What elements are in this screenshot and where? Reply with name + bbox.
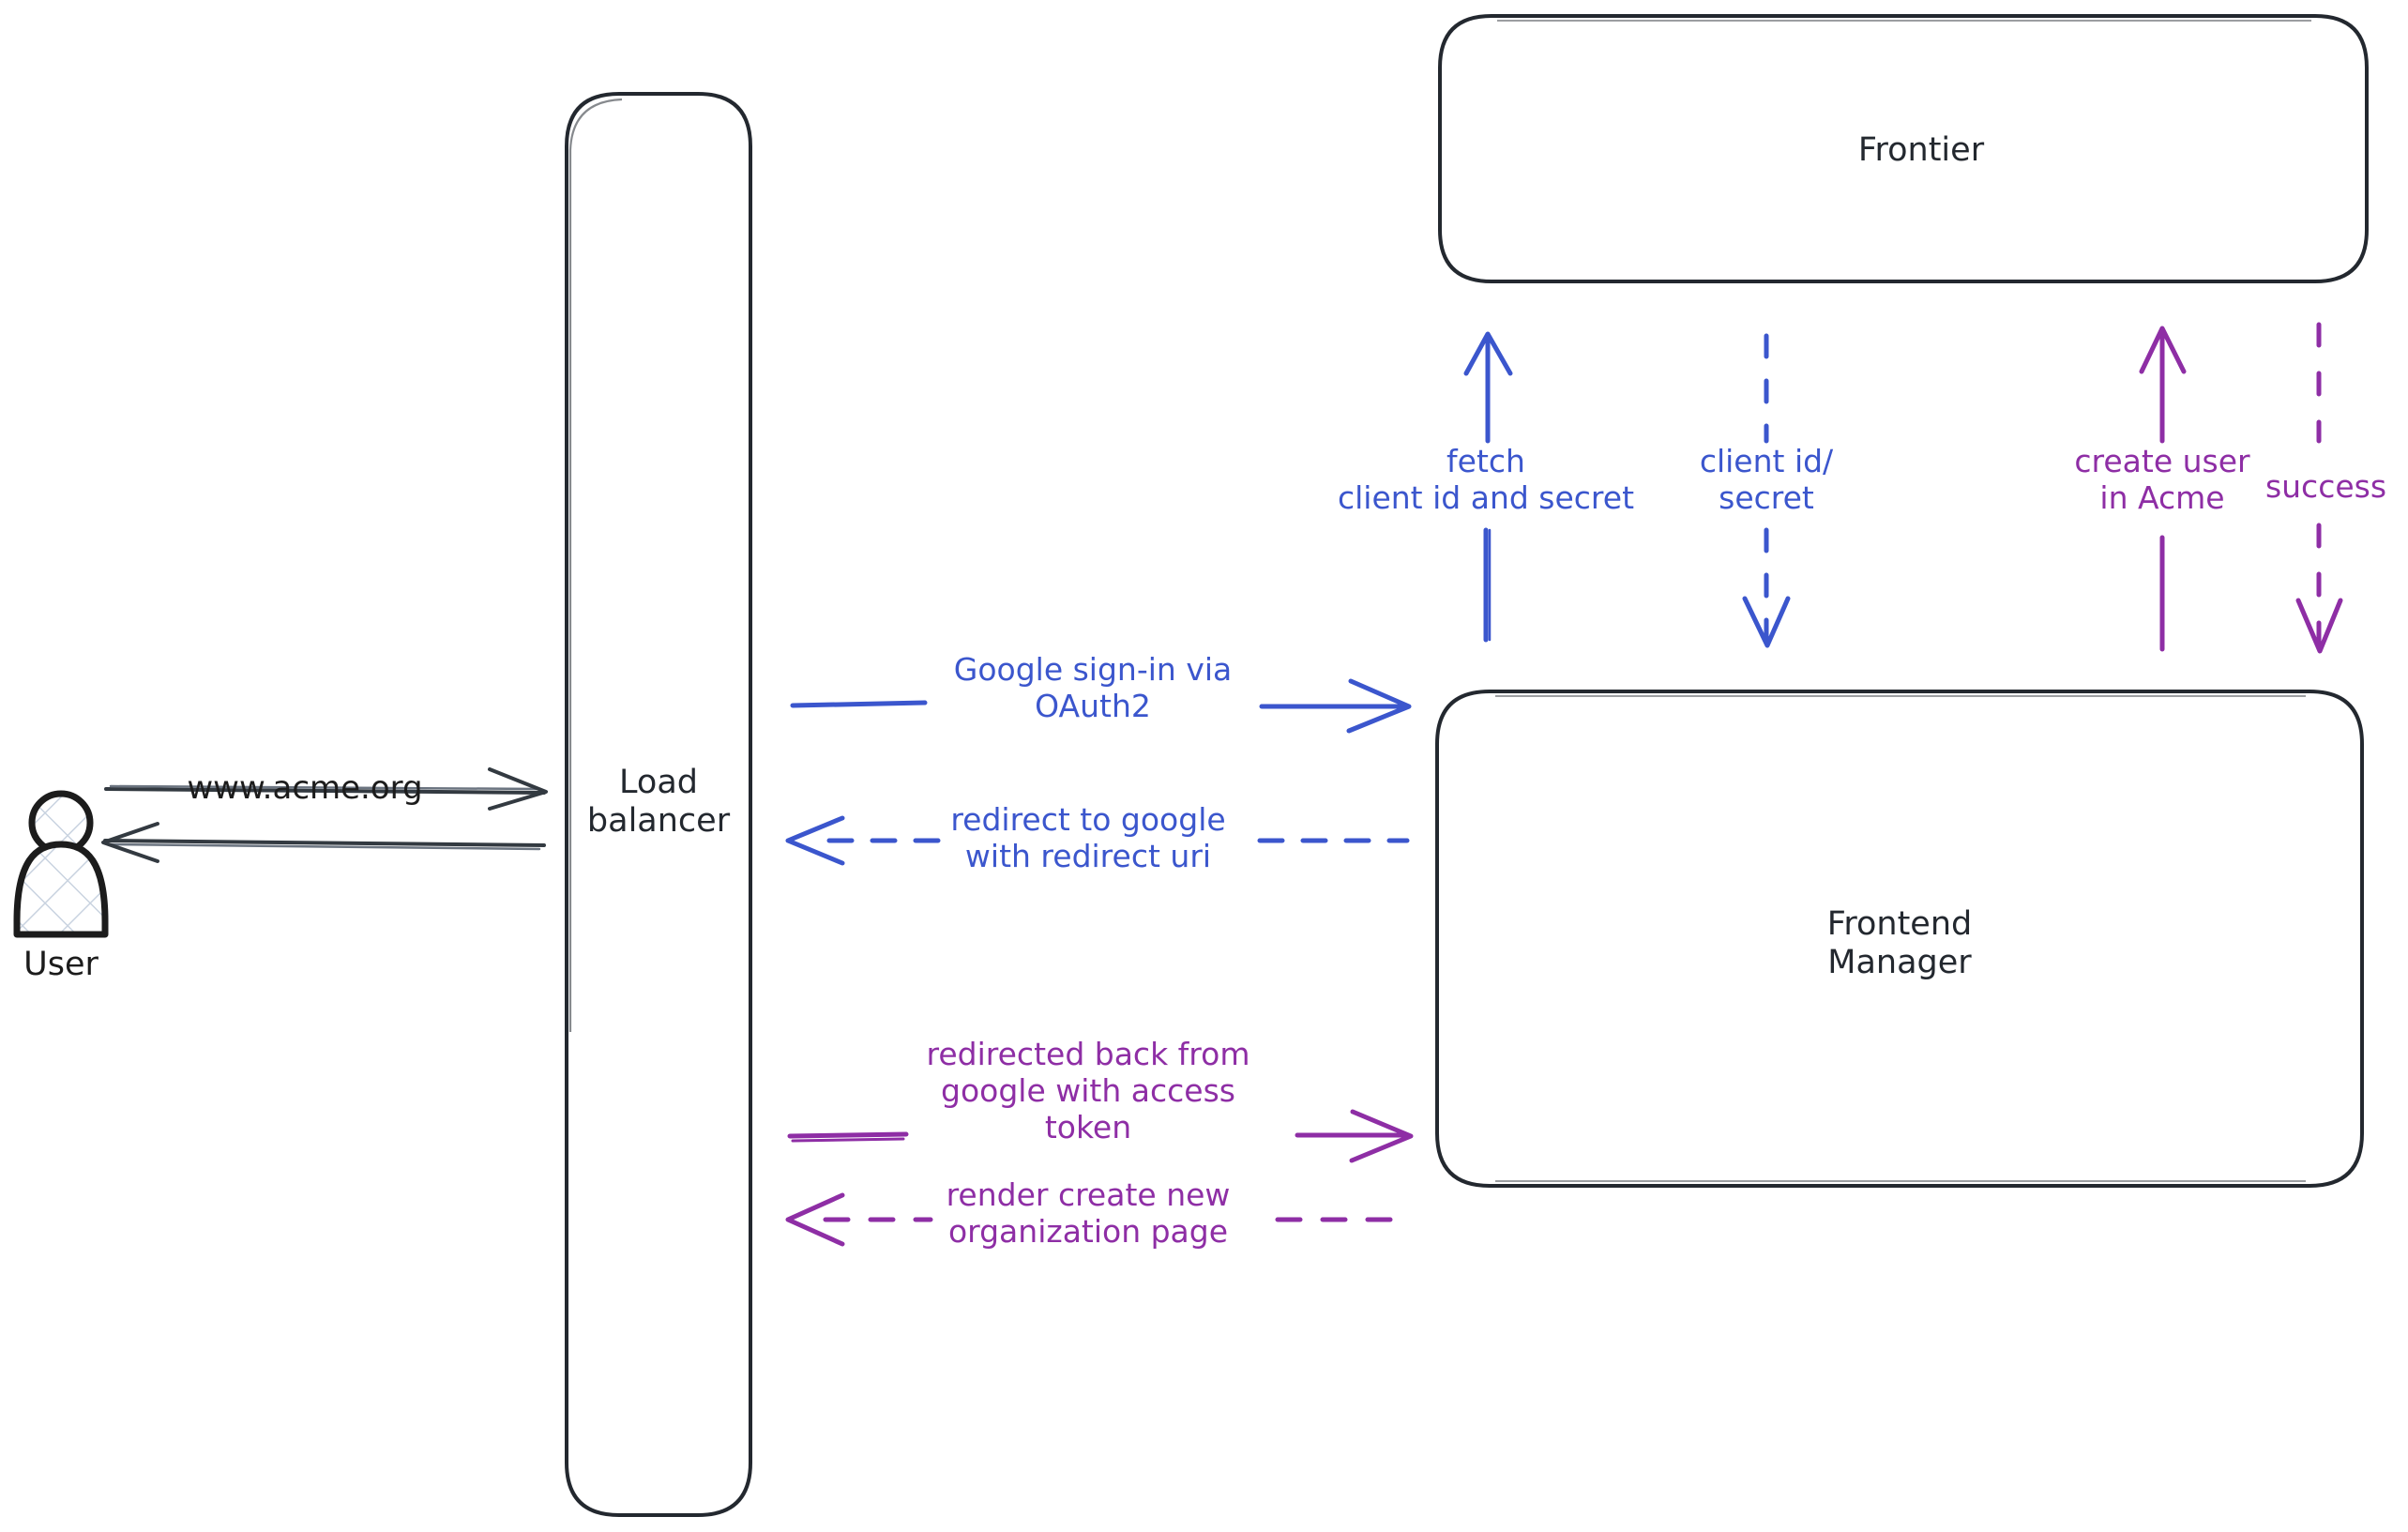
actor-user bbox=[13, 790, 109, 938]
node-frontend-manager-shape bbox=[1435, 690, 2364, 1188]
edge-lb-to-fm-callback bbox=[787, 1109, 1414, 1163]
edge-fm-to-lb-redirect bbox=[785, 815, 1410, 866]
edge-frontier-to-fm-creds bbox=[1742, 333, 1791, 648]
edge-frontier-to-fm-success bbox=[2295, 322, 2343, 654]
edge-fm-to-frontier-create bbox=[2139, 326, 2187, 652]
edge-lb-to-fm-signin bbox=[790, 678, 1412, 734]
edge-fm-to-lb-render bbox=[785, 1192, 1410, 1247]
edge-user-to-lb bbox=[104, 767, 548, 811]
edge-fm-to-frontier-fetch bbox=[1463, 331, 1513, 643]
node-frontier-shape bbox=[1438, 14, 2369, 283]
node-load-balancer-shape bbox=[565, 92, 752, 1517]
edge-lb-to-user bbox=[101, 822, 546, 863]
